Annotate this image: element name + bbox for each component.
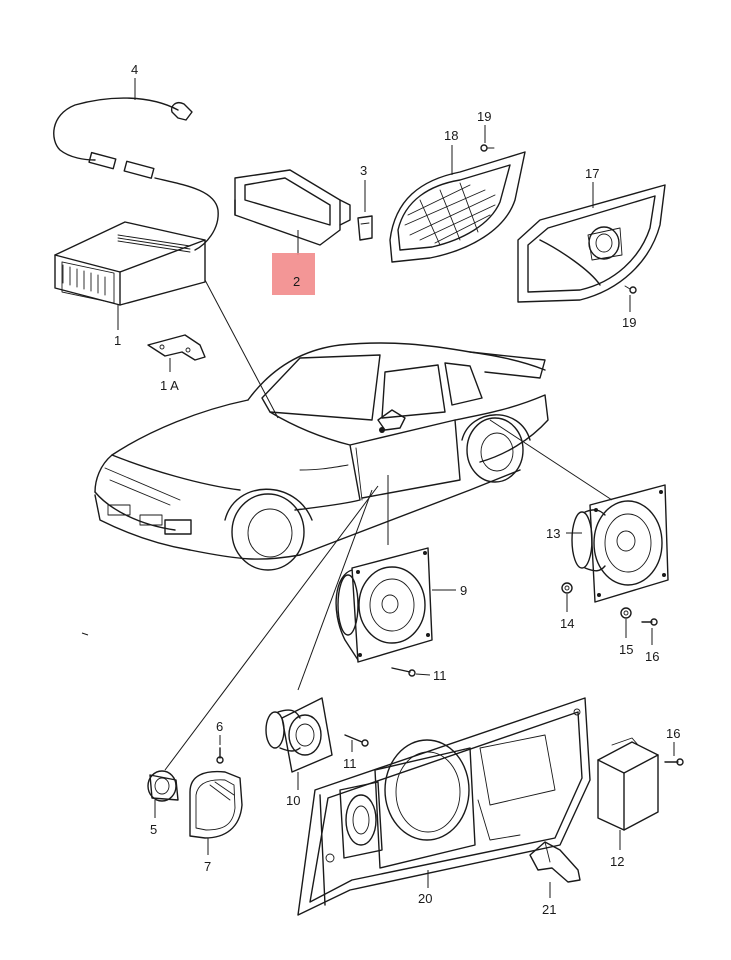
screw-19-bottom (624, 285, 637, 312)
callout-9: 9 (460, 583, 467, 598)
callout-18: 18 (444, 128, 458, 143)
leader-lines (81, 279, 613, 771)
mounting-frame (234, 169, 351, 255)
callout-1: 1 (114, 333, 121, 348)
callout-12: 12 (610, 854, 624, 869)
nut-14 (561, 582, 573, 612)
screw-19-top (480, 125, 495, 152)
screw-16-upper (641, 618, 658, 645)
callout-11b: 11 (343, 756, 357, 771)
screw-16-lower (664, 742, 684, 766)
callout-10: 10 (286, 793, 300, 808)
callout-labels: 1 1 A 2 3 4 5 6 7 9 10 11 11 12 13 14 15… (114, 62, 680, 917)
callout-21: 21 (542, 902, 556, 917)
speaker-grille (389, 145, 526, 263)
callout-5: 5 (150, 822, 157, 837)
callout-2: 2 (293, 274, 300, 289)
washer-15 (620, 607, 632, 638)
callout-11a: 11 (433, 668, 447, 683)
callout-19b: 19 (622, 315, 636, 330)
car-body (94, 342, 549, 571)
callout-17: 17 (585, 166, 599, 181)
callout-7: 7 (204, 859, 211, 874)
tweeter-5 (147, 770, 179, 818)
callout-16a: 16 (645, 649, 659, 664)
highlight-box-2 (272, 253, 315, 295)
callout-4: 4 (131, 62, 138, 77)
radio-bracket (147, 334, 206, 372)
speaker-13 (566, 484, 669, 603)
callout-3: 3 (360, 163, 367, 178)
callout-1a: 1 A (160, 378, 179, 393)
radio-unit (54, 221, 206, 330)
callout-15: 15 (619, 642, 633, 657)
callout-16b: 16 (666, 726, 680, 741)
door-panel-20 (297, 697, 591, 916)
screw-11-upper (391, 667, 431, 677)
speaker-10 (265, 697, 333, 790)
screw-11-lower (344, 734, 369, 752)
screw-6 (216, 735, 224, 764)
callout-14: 14 (560, 616, 574, 631)
speaker-cover-panel (517, 182, 666, 303)
antenna-cable (53, 78, 219, 251)
callout-20: 20 (418, 891, 432, 906)
callout-19a: 19 (477, 109, 491, 124)
clip-part (357, 180, 373, 241)
speaker-9 (335, 547, 456, 663)
tweeter-grille-7 (189, 770, 243, 855)
bracket-21 (529, 841, 581, 898)
callout-6: 6 (216, 719, 223, 734)
callout-13: 13 (546, 526, 560, 541)
amplifier-12 (597, 737, 659, 850)
